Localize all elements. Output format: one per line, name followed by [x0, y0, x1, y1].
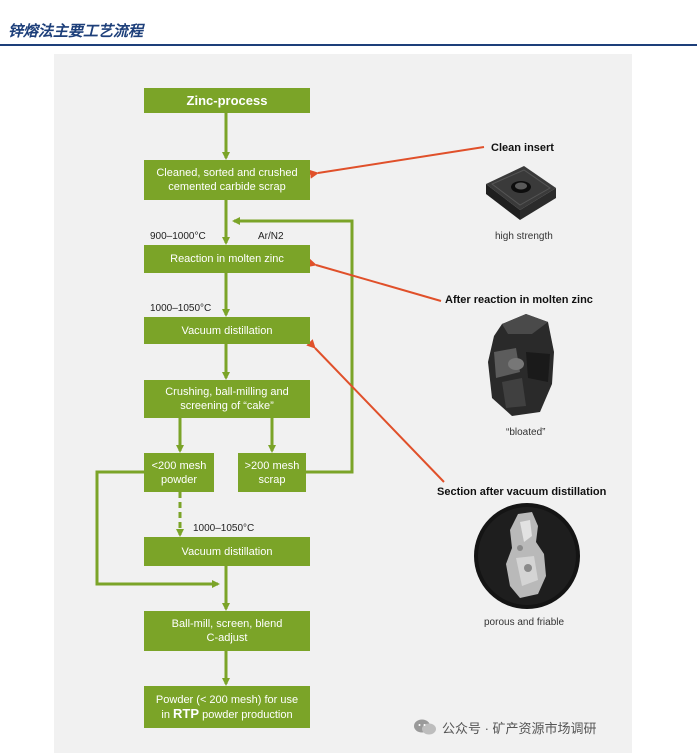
red-arrow-clean: [309, 146, 485, 179]
vacuum1-box: Vacuum distillation: [144, 317, 310, 344]
scrap-line-1: Cleaned, sorted and crushed: [156, 167, 298, 179]
scrap-return-line-2: scrap: [258, 473, 286, 486]
final-powder-box: Powder (< 200 mesh) for use in RTP powde…: [144, 686, 310, 728]
scrap-return-line-1: >200 mesh: [244, 459, 300, 472]
rtp-label: RTP: [173, 705, 200, 721]
recycle-loop: [232, 217, 354, 474]
scrap-box: Cleaned, sorted and crushed cemented car…: [144, 160, 310, 200]
wechat-icon: [414, 719, 436, 735]
scrap-line-2: cemented carbide scrap: [168, 181, 286, 193]
crushing-line-2: screening of “cake”: [180, 400, 274, 412]
red-arrow-vacuum: [306, 339, 445, 483]
vacuum2-box: Vacuum distillation: [144, 537, 310, 566]
final-line-2: in RTP powder production: [161, 705, 293, 721]
section-caption: porous and friable: [484, 617, 565, 628]
bloated-insert-photo: [488, 314, 554, 416]
footer-watermark: 公众号 · 矿产资源市场调研: [442, 721, 597, 736]
final-line-1: Powder (< 200 mesh) for use: [155, 693, 299, 706]
clean-insert-heading: Clean insert: [491, 142, 554, 154]
header-divider: [0, 44, 697, 46]
gas-label: Ar/N2: [258, 231, 284, 242]
powder-line-2: powder: [160, 473, 198, 486]
powder-line-1: <200 mesh: [151, 459, 207, 472]
temp-vacuum1-label: 1000–1050°C: [150, 303, 212, 314]
scrap-return-box: >200 mesh scrap: [238, 453, 306, 492]
powder-box: <200 mesh powder: [144, 453, 214, 492]
zinc-process-box: Zinc-process: [144, 88, 310, 113]
crushing-box: Crushing, ball-milling and screening of …: [144, 380, 310, 418]
reaction-box: Reaction in molten zinc: [144, 245, 310, 273]
temp-reaction-label: 900–1000°C: [150, 231, 206, 242]
section-heading: Section after vacuum distillation: [437, 486, 607, 498]
bypass-loop: [95, 470, 220, 588]
after-reaction-heading: After reaction in molten zinc: [445, 294, 593, 306]
clean-insert-caption: high strength: [495, 231, 553, 242]
ballmill-box: Ball-mill, screen, blend C-adjust: [144, 611, 310, 651]
red-arrow-reaction: [307, 258, 442, 302]
after-reaction-caption: “bloated”: [506, 427, 546, 438]
section-photo: [474, 503, 580, 609]
page-title: 锌熔法主要工艺流程: [8, 22, 144, 40]
ballmill-line-2: C-adjust: [206, 632, 248, 644]
temp-vacuum2-label: 1000–1050°C: [193, 523, 255, 534]
clean-insert-photo: [486, 166, 556, 220]
crushing-line-1: Crushing, ball-milling and: [165, 386, 289, 398]
ballmill-line-1: Ball-mill, screen, blend: [171, 618, 283, 630]
